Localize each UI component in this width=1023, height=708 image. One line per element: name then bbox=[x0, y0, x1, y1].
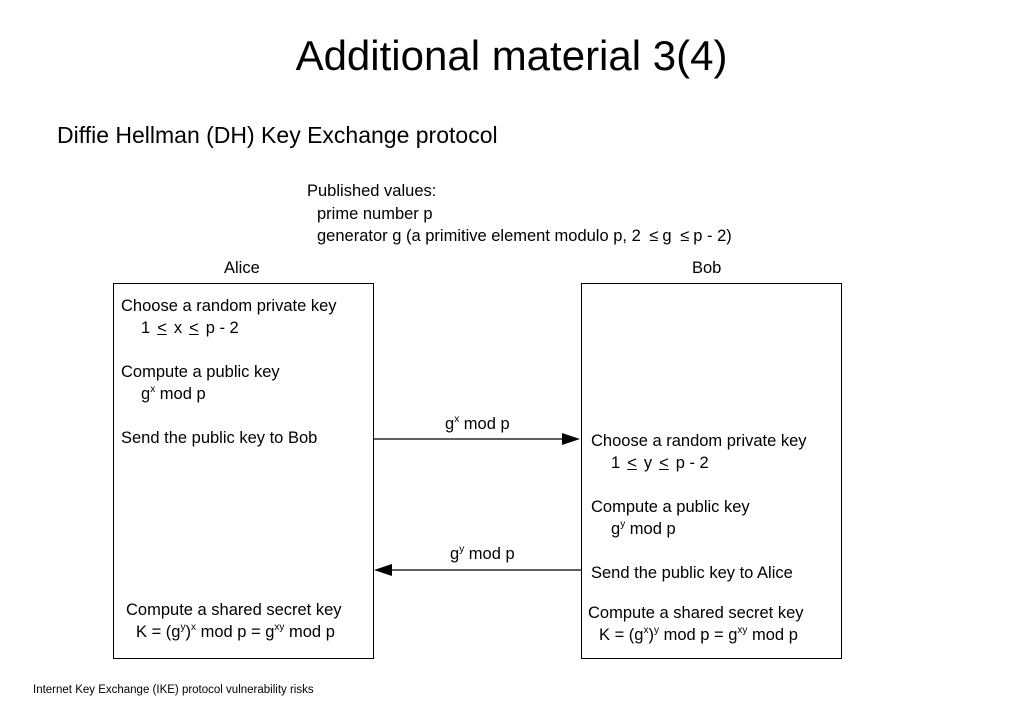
le-symbol: < bbox=[659, 454, 669, 472]
le-symbol: < bbox=[189, 319, 199, 337]
generator-suffix: p - 2) bbox=[693, 227, 732, 245]
published-values: Published values: prime number p generat… bbox=[307, 180, 732, 248]
published-generator: generator g (a primitive element modulo … bbox=[307, 225, 732, 248]
slide-subtitle: Diffie Hellman (DH) Key Exchange protoco… bbox=[57, 122, 498, 148]
msg-to-bob-label: gx mod p bbox=[445, 414, 510, 434]
arrow-alice-to-bob bbox=[374, 433, 580, 445]
alice-box: Choose a random private key 1<x<p - 2 Co… bbox=[113, 283, 374, 659]
alice-choose: Choose a random private key bbox=[121, 297, 337, 315]
le-symbol: < bbox=[627, 454, 637, 472]
slide-title: Additional material 3(4) bbox=[295, 32, 728, 79]
alice-shared-heading: Compute a shared secret key bbox=[126, 601, 342, 619]
alice-send: Send the public key to Bob bbox=[121, 429, 318, 447]
bob-choose: Choose a random private key bbox=[591, 432, 807, 450]
alice-public-key: gx mod p bbox=[141, 384, 206, 404]
bob-shared-formula: K = (gx)y mod p = gxy mod p bbox=[599, 625, 798, 645]
alice-steps: Choose a random private key 1<x<p - 2 Co… bbox=[121, 295, 337, 449]
bob-box: Choose a random private key 1<y<p - 2 Co… bbox=[581, 283, 842, 659]
bob-label: Bob bbox=[692, 259, 722, 277]
le-symbol: ≤ bbox=[680, 227, 690, 245]
bob-public-key: gy mod p bbox=[611, 519, 676, 539]
bob-shared-heading: Compute a shared secret key bbox=[588, 604, 804, 622]
msg-to-alice-label: gy mod p bbox=[450, 544, 515, 564]
published-heading: Published values: bbox=[307, 182, 437, 200]
alice-range: 1<x<p - 2 bbox=[141, 319, 239, 337]
le-symbol: < bbox=[157, 319, 167, 337]
le-symbol: ≤ bbox=[649, 227, 659, 245]
bob-range: 1<y<p - 2 bbox=[611, 454, 709, 472]
generator-g: g bbox=[662, 227, 672, 245]
alice-compute-public: Compute a public key bbox=[121, 363, 280, 381]
arrow-bob-to-alice bbox=[374, 564, 581, 576]
published-prime: prime number p bbox=[317, 204, 433, 223]
footer-text: Internet Key Exchange (IKE) protocol vul… bbox=[33, 684, 314, 696]
bob-shared: Compute a shared secret key K = (gx)y mo… bbox=[588, 602, 804, 646]
alice-shared: Compute a shared secret key K = (gy)x mo… bbox=[126, 599, 342, 643]
generator-prefix: generator g (a primitive element modulo … bbox=[317, 227, 641, 245]
alice-shared-formula: K = (gy)x mod p = gxy mod p bbox=[136, 622, 335, 642]
bob-compute-public: Compute a public key bbox=[591, 498, 750, 516]
bob-steps: Choose a random private key 1<y<p - 2 Co… bbox=[591, 430, 807, 584]
bob-send: Send the public key to Alice bbox=[591, 564, 793, 582]
alice-label: Alice bbox=[224, 259, 260, 277]
